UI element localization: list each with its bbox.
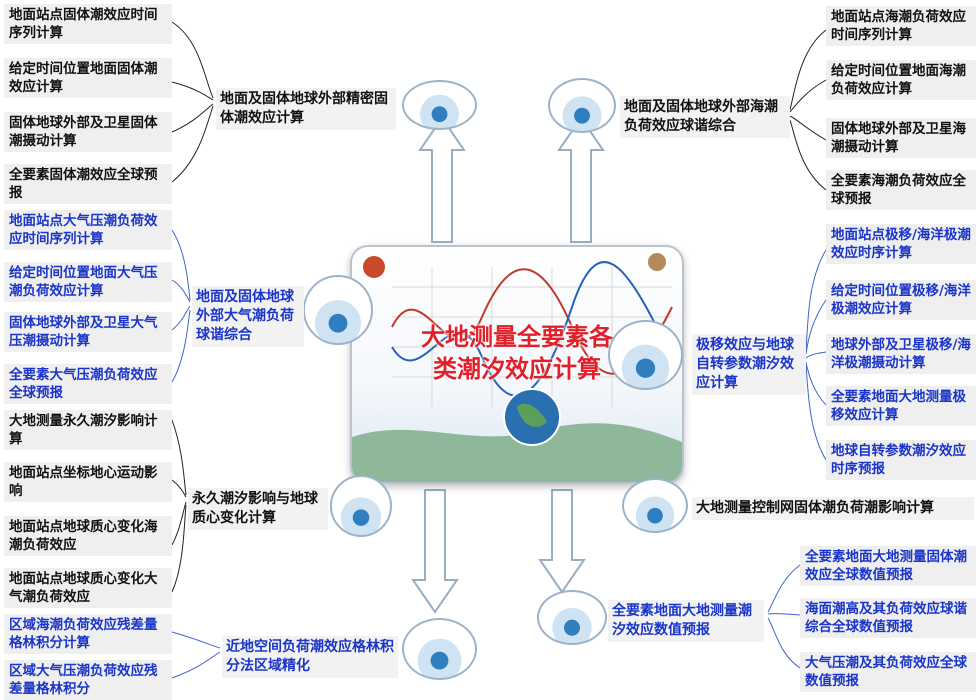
leaf-bl-2: 区域大气压潮负荷效应残差量格林积分 — [4, 660, 172, 700]
hub-low-left: 永久潮汐影响与地球质心变化计算 — [188, 488, 328, 530]
bottom-left-connectors — [171, 631, 221, 679]
leaf-bl-1: 区域海潮负荷效应残差量格林积分计算 — [4, 614, 172, 654]
hub-bottom-right: 全要素地面大地测量潮汐效应数值预报 — [608, 600, 764, 642]
hub-mid-right: 极移效应与地球自转参数潮汐效应计算 — [692, 334, 806, 395]
leaf-tr-3: 固体地球外部及卫星海潮摄动计算 — [826, 118, 976, 158]
thumbnail-mid-right — [608, 320, 683, 390]
center-title-line2: 类潮汐效应计算 — [433, 355, 601, 383]
leaf-ll-1: 大地测量永久潮汐影响计算 — [4, 410, 172, 450]
leaf-mr-1: 地面站点极移/海洋极潮效应时序计算 — [826, 224, 976, 264]
leaf-ll-3: 地面站点地球质心变化海潮负荷效应 — [4, 516, 172, 556]
top-right-connectors — [789, 29, 827, 191]
leaf-mr-4: 全要素地面大地测量极移效应计算 — [826, 386, 976, 426]
leaf-br-1: 全要素地面大地测量固体潮效应全球数值预报 — [800, 546, 976, 586]
leaf-br-2: 海面潮高及其负荷效应球谐综合全球数值预报 — [800, 598, 976, 638]
top-left-connectors — [171, 21, 214, 183]
thumbnail-mid-left — [303, 275, 373, 345]
leaf-tr-1: 地面站点海潮负荷效应时间序列计算 — [826, 6, 976, 46]
leaf-tl-2: 给定时间位置地面固体潮效应计算 — [4, 58, 172, 98]
hub-low-right: 大地测量控制网固体潮负荷潮影响计算 — [692, 497, 974, 520]
leaf-tr-2: 给定时间位置地面海潮负荷效应计算 — [826, 60, 976, 100]
leaf-mr-2: 给定时间位置极移/海洋极潮效应计算 — [826, 280, 976, 320]
thumbnail-bottom-left — [402, 618, 477, 680]
hub-top-right: 地面及固体地球外部海潮负荷效应球谐综合 — [620, 96, 790, 138]
leaf-ml-4: 全要素大气压潮负荷效应全球预报 — [4, 364, 172, 404]
leaf-tl-1: 地面站点固体潮效应时间序列计算 — [4, 4, 172, 44]
hub-top-left: 地面及固体地球外部精密固体潮效应计算 — [216, 88, 396, 130]
low-left-connectors — [171, 419, 187, 593]
thumbnail-top-left — [402, 80, 477, 130]
hub-mid-left: 地面及固体地球外部大气潮负荷球谐综合 — [192, 286, 304, 347]
bottom-right-connectors — [767, 564, 801, 669]
thumbnail-top-right — [548, 78, 616, 133]
leaf-tr-4: 全要素海潮负荷效应全球预报 — [826, 170, 976, 210]
mid-right-connectors — [805, 249, 827, 461]
center-title-line1: 大地测量全要素各 — [421, 323, 613, 351]
leaf-br-3: 大气压潮及其负荷效应全球数值预报 — [800, 652, 976, 692]
leaf-ll-4: 地面站点地球质心变化大气潮负荷效应 — [4, 568, 172, 608]
leaf-tl-3: 固体地球外部及卫星固体潮摄动计算 — [4, 112, 172, 152]
leaf-ml-1: 地面站点大气压潮负荷效应时间序列计算 — [4, 210, 172, 250]
leaf-tl-4: 全要素固体潮效应全球预报 — [4, 164, 172, 204]
leaf-ll-2: 地面站点坐标地心运动影响 — [4, 462, 172, 502]
leaf-mr-5: 地球自转参数潮汐效应时序预报 — [826, 440, 976, 480]
mid-left-connectors — [171, 229, 191, 383]
leaf-mr-3: 地球外部及卫星极移/海洋极潮摄动计算 — [826, 334, 976, 374]
center-wave-graphic — [352, 253, 682, 482]
thumbnail-low-left — [330, 475, 392, 537]
hollow-arrows — [411, 116, 605, 614]
thumbnail-low-right — [622, 478, 688, 533]
thumbnail-bottom-right — [537, 590, 607, 645]
leaf-ml-3: 固体地球外部及卫星大气压潮摄动计算 — [4, 312, 172, 352]
leaf-ml-2: 给定时间位置地面大气压潮负荷效应计算 — [4, 262, 172, 302]
hub-bottom-left: 近地空间负荷潮效应格林积分法区域精化 — [222, 636, 398, 678]
